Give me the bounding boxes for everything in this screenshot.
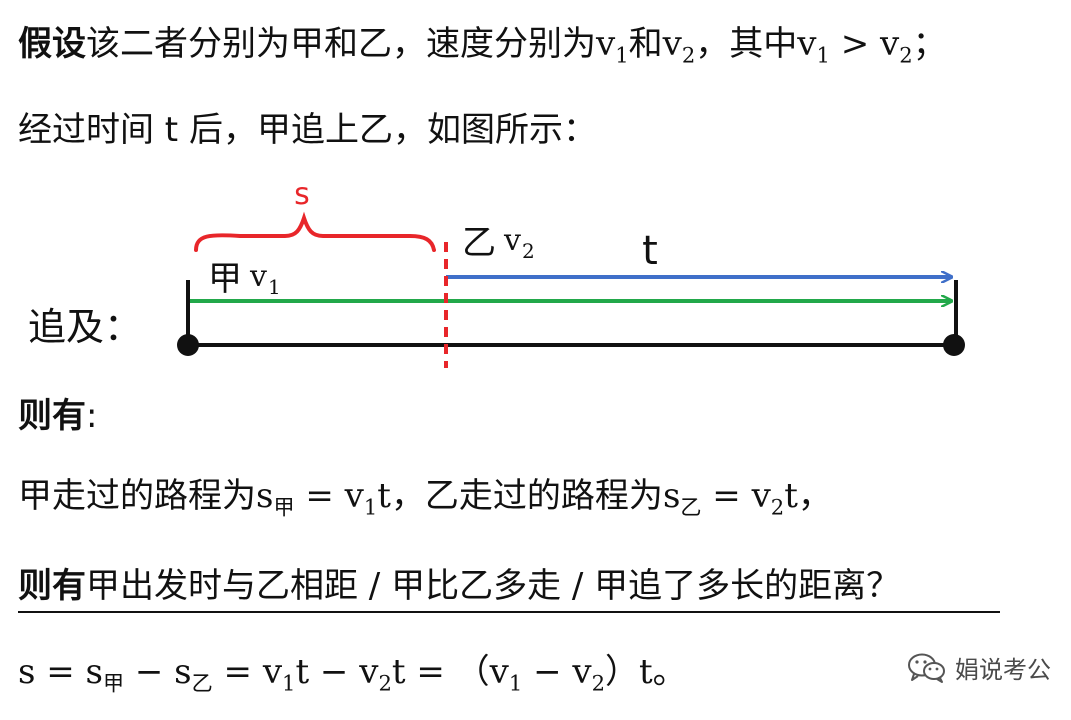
question-line: 则有甲出发时与乙相距 / 甲比乙多走 / 甲追了多长的距离？ — [18, 566, 900, 606]
time-line: 经过时间 t 后，甲追上乙，如图所示： — [18, 110, 597, 150]
label-jia-v: v — [249, 259, 267, 294]
watermark-text: 娟说考公 — [955, 656, 1051, 684]
wechat-icon — [908, 653, 945, 683]
jia-distance-text: 甲走过的路程为 — [18, 476, 256, 516]
label-yi-v-sub: 2 — [522, 239, 535, 263]
result-formula: s = s甲 − s乙 = v1t − v2t = （v1 − v2）t。 — [18, 652, 687, 696]
premise-end: ； — [912, 24, 947, 64]
premise-rest: ，其中 — [695, 24, 798, 64]
label-jia-v-sub: 1 — [268, 275, 281, 299]
jia-distance-formula: s甲 = v1t — [256, 476, 391, 520]
label-yi-v: v — [503, 223, 521, 258]
premise-line: 假设该二者分别为甲和乙，速度分别为v1和v2，其中v1 > v2； — [18, 24, 947, 68]
end-dot — [943, 334, 965, 356]
distance-line: 甲走过的路程为s甲 = v1t，乙走过的路程为s乙 = v2t， — [18, 476, 832, 520]
premise-text: 该二者分别为甲和乙，速度分别为 — [86, 24, 596, 64]
then-colon: : — [86, 396, 98, 436]
yi-distance-text: ，乙走过的路程为 — [390, 476, 663, 516]
distance-brace — [194, 211, 436, 252]
greater-than: > — [829, 24, 881, 64]
label-yi: 乙 — [462, 223, 496, 263]
yi-distance-formula: s乙 = v2t — [662, 476, 798, 520]
label-chase: 追及： — [28, 305, 142, 349]
label-t: t — [642, 228, 658, 274]
compare-v2: v2 — [880, 24, 913, 68]
and-text: 和 — [628, 24, 663, 64]
watermark: 娟说考公 — [907, 650, 1051, 685]
chase-diagram: s 甲 v 1 乙 v 2 t 追及： — [28, 177, 965, 368]
start-dot — [177, 334, 199, 356]
question-underline — [18, 611, 1000, 613]
v2-symbol: v2 — [662, 24, 696, 68]
v1-symbol: v1 — [596, 24, 629, 68]
question-lead: 则有 — [18, 566, 86, 606]
label-jia: 甲 — [208, 259, 242, 299]
question-text: 甲出发时与乙相距 / 甲比乙多走 / 甲追了多长的距离？ — [86, 566, 901, 606]
premise-lead: 假设 — [18, 24, 86, 64]
label-s: s — [294, 177, 310, 212]
compare-v1: v1 — [797, 24, 830, 68]
then-lead: 则有 — [18, 396, 86, 436]
then-line: 则有: — [18, 396, 97, 436]
distance-line-end: ， — [797, 476, 832, 516]
